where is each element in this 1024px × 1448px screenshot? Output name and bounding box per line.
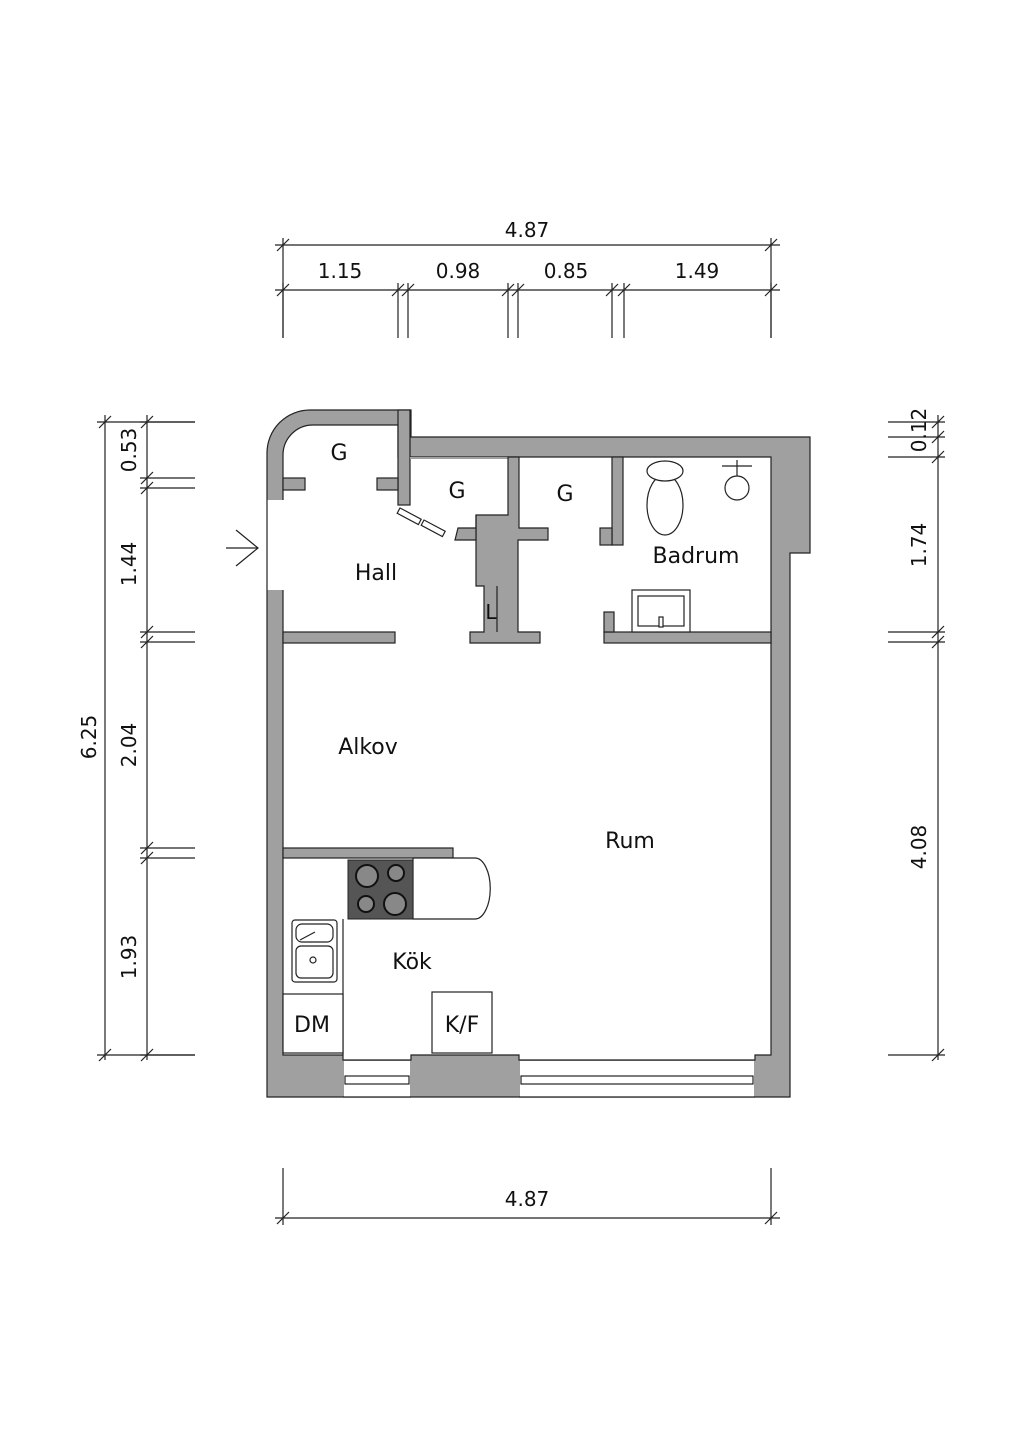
dim-left-segment: 1.93: [117, 935, 141, 980]
dimension-lines: [97, 238, 945, 1225]
room-label-closet: G: [330, 441, 347, 466]
dim-left-segment: 2.04: [117, 723, 141, 768]
room-label-closet: G: [556, 482, 573, 507]
dishwasher-box: [282, 993, 344, 1054]
room-label-alcove: Alkov: [338, 735, 398, 760]
dim-top-segment: 0.98: [436, 259, 481, 283]
room-label-closet: G: [448, 479, 465, 504]
stove: [347, 859, 414, 920]
dim-right-segment: 1.74: [907, 523, 931, 568]
toilet: [646, 460, 684, 536]
label-fridge-freezer: K/F: [445, 1013, 480, 1038]
room-label-kitchen: Kök: [392, 950, 432, 975]
kitchen-sink: [291, 919, 338, 983]
room-label-bathroom: Badrum: [653, 544, 740, 569]
bathroom-sink: [631, 589, 691, 633]
shower: [722, 460, 752, 501]
dim-left-segment: 0.53: [117, 428, 141, 473]
dim-left-total: 6.25: [77, 715, 101, 760]
dim-left-segment: 1.44: [117, 542, 141, 587]
closet-door: [396, 507, 447, 538]
entrance-opening: [266, 500, 284, 590]
fridge-freezer-box: [431, 991, 493, 1054]
dim-right-segment: 0.12: [907, 408, 931, 453]
dim-top-segment: 0.85: [544, 259, 589, 283]
room-label-linen: L: [485, 600, 497, 624]
room-label-room: Rum: [605, 829, 655, 854]
dim-top-total: 4.87: [505, 218, 550, 242]
dim-bottom-total: 4.87: [505, 1187, 550, 1211]
label-dishwasher: DM: [294, 1013, 330, 1038]
dim-top-segment: 1.15: [318, 259, 363, 283]
dim-top-segment: 1.49: [675, 259, 720, 283]
dim-right-segment: 4.08: [907, 825, 931, 870]
windows: [343, 1075, 755, 1098]
entrance-arrow-icon: [226, 529, 259, 567]
room-label-hall: Hall: [355, 561, 397, 586]
